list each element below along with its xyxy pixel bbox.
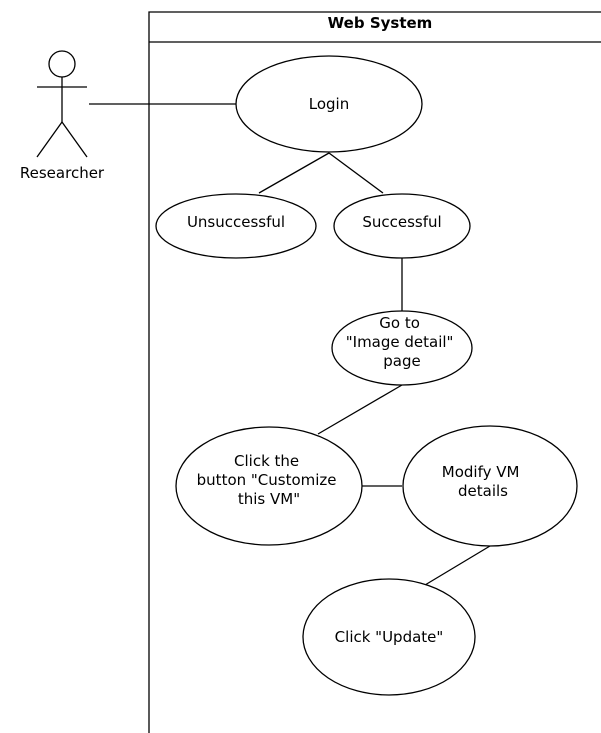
use-case-unsuccessful: Unsuccessful [155,193,317,259]
actor-head [48,50,76,78]
use-case-update: Click "Update" [302,578,476,696]
use-case-login: Login [235,55,423,153]
assoc-login-unsuccessful [258,152,330,194]
actor-name: Researcher [20,164,105,182]
use-case-successful: Successful [333,193,471,259]
use-case-update-label: Click "Update" [335,628,444,646]
assoc-login-successful [328,152,384,194]
assoc-imagedetail-customize [317,384,403,435]
actor-right-leg [61,121,88,158]
system-boundary: Web System [148,11,601,733]
use-case-customize-label: Click the button "Customize this VM" [197,452,342,508]
associations [89,103,491,586]
use-case-customize: Click the button "Customize this VM" [175,426,363,546]
use-case-modify-vm-label: Modify VM details [442,463,524,500]
use-case-image-detail-label: Go to "Image detail" page [346,314,458,370]
use-case-image-detail: Go to "Image detail" page [331,310,473,386]
actor-researcher: Researcher [20,50,105,182]
use-case-successful-label: Successful [362,213,441,231]
actor-left-leg [36,121,63,158]
system-title: Web System [328,14,433,32]
use-case-modify-vm: Modify VM details [402,425,578,547]
use-case-login-label: Login [309,95,349,113]
use-case-unsuccessful-label: Unsuccessful [187,213,285,231]
assoc-modify-update [424,545,491,586]
